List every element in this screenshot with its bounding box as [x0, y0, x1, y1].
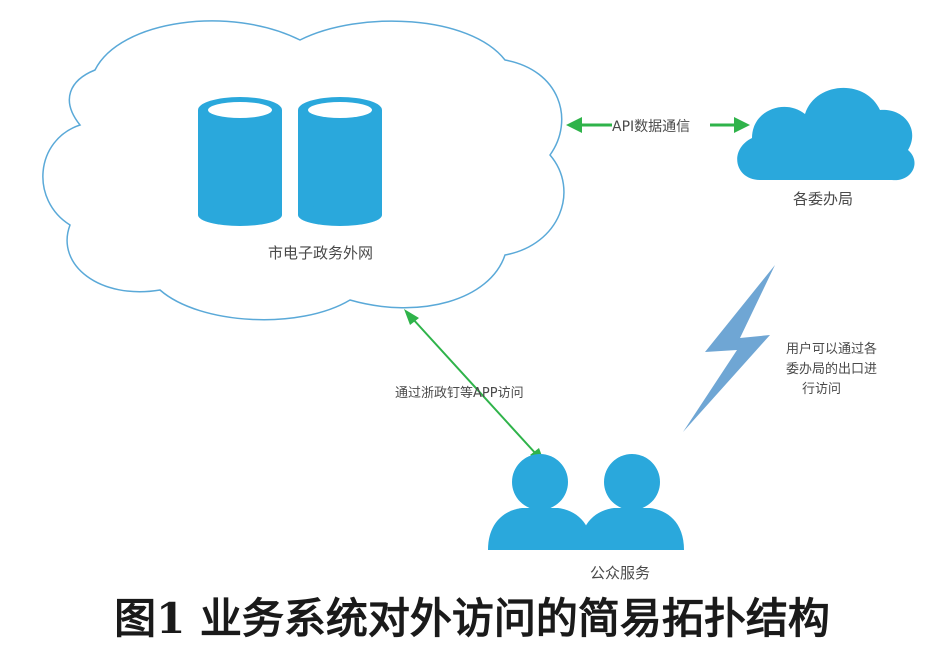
api-label: API数据通信 — [612, 119, 691, 135]
database-cylinder-right — [298, 97, 382, 226]
users-icon — [488, 454, 684, 550]
exit-access-label-line3: 行访问 — [802, 382, 842, 397]
cloud-icon — [737, 87, 915, 181]
user-figure-right — [580, 454, 684, 550]
exit-access-label-line2: 委办局的出口进 — [786, 362, 878, 377]
database-icon — [198, 97, 382, 226]
lightning-icon — [683, 265, 775, 432]
figure-caption: 图1 业务系统对外访问的简易拓扑结构 — [114, 594, 830, 643]
api-arrow — [566, 117, 750, 133]
user-figure-left — [488, 454, 592, 550]
gov-network-label: 市电子政务外网 — [268, 244, 374, 262]
app-access-label: 通过浙政钉等APP访问 — [395, 386, 524, 401]
database-cylinder-left — [198, 97, 282, 226]
departments-label: 各委办局 — [793, 190, 854, 208]
exit-access-label-line1: 用户可以通过各 — [786, 342, 878, 357]
public-service-label: 公众服务 — [590, 564, 651, 582]
